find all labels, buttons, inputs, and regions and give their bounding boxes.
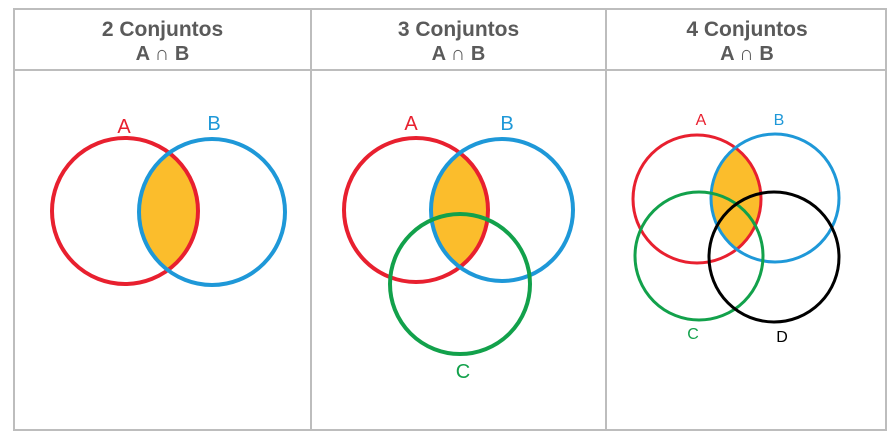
set-b-label: B	[207, 113, 220, 135]
set-b-circle	[709, 132, 841, 264]
set-b-label: B	[774, 112, 785, 129]
set-c-circle	[633, 190, 765, 322]
panel-3-sets: 3 Conjuntos A ∩ B A B C	[310, 10, 605, 429]
set-b-label: B	[500, 113, 513, 135]
panel-4-sets: 4 Conjuntos A ∩ B A B C D	[605, 10, 887, 429]
set-a-label: A	[404, 113, 418, 135]
intersection-a-b	[139, 139, 198, 284]
set-c-label: C	[687, 326, 699, 343]
panel-subtitle: A ∩ B	[135, 43, 190, 65]
set-c-label: C	[456, 361, 470, 383]
venn-diagram-3-sets: A B C	[342, 113, 575, 383]
panel-header: 4 Conjuntos A ∩ B	[607, 10, 887, 71]
set-a-circle	[342, 136, 490, 284]
panel-header: 2 Conjuntos A ∩ B	[15, 10, 310, 71]
venn-diagram-2-sets: A B	[50, 113, 287, 287]
set-c-circle	[388, 212, 532, 356]
panel-header: 3 Conjuntos A ∩ B	[312, 10, 605, 71]
panel-2-sets: 2 Conjuntos A ∩ B A B	[15, 10, 310, 429]
intersection-a-b	[431, 139, 488, 281]
panel-subtitle: A ∩ B	[720, 43, 774, 65]
set-a-label: A	[117, 116, 131, 138]
set-b-circle	[137, 137, 287, 287]
venn-comparison-table: 2 Conjuntos A ∩ B A B 3 Conjuntos A ∩ B	[13, 8, 887, 431]
panel-subtitle: A ∩ B	[431, 43, 486, 65]
set-a-circle	[631, 133, 763, 265]
venn-diagram-4-sets: A B C D	[631, 112, 841, 346]
intersection-a-b	[711, 135, 761, 262]
panel-title: 3 Conjuntos	[397, 18, 520, 41]
set-a-circle	[50, 136, 200, 286]
panel-title: 2 Conjuntos	[101, 18, 224, 41]
set-d-circle	[707, 190, 841, 324]
set-b-circle	[429, 137, 575, 283]
panel-title: 4 Conjuntos	[686, 18, 808, 41]
set-a-label: A	[696, 112, 707, 129]
set-d-label: D	[776, 329, 788, 346]
